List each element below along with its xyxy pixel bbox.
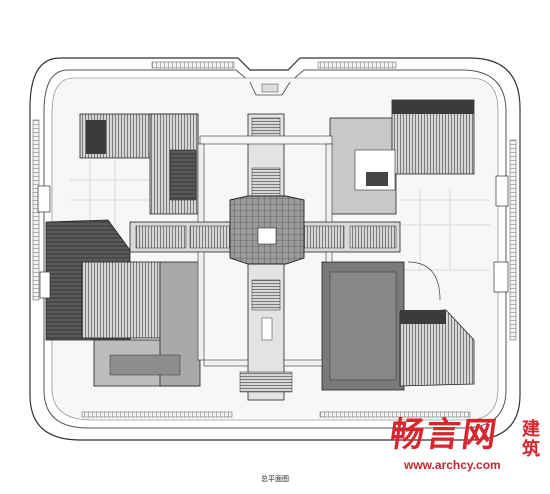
building-northwest [79, 113, 199, 215]
parking-top-right [317, 61, 397, 69]
parking-bottom-right [319, 411, 471, 418]
parking-right [509, 139, 517, 341]
inner-road [43, 69, 507, 429]
watermark-logo-side: 建筑 [522, 419, 540, 460]
walkways [197, 143, 333, 367]
watermark-logo-text: 畅言网 [387, 415, 501, 455]
parking-bottom-left [81, 411, 233, 418]
building-southwest [45, 219, 201, 387]
building-southeast [321, 261, 475, 391]
building-northeast [329, 99, 475, 215]
side-gates [37, 175, 509, 299]
watermark-url: www.archcy.com [404, 458, 501, 472]
central-pavilion [229, 195, 305, 265]
drawing-caption: 总平面图 [261, 475, 289, 483]
site-plan-drawing [29, 57, 521, 441]
site-boundary [29, 57, 521, 441]
parking-top-left [151, 61, 235, 69]
north-entrance [249, 81, 291, 96]
